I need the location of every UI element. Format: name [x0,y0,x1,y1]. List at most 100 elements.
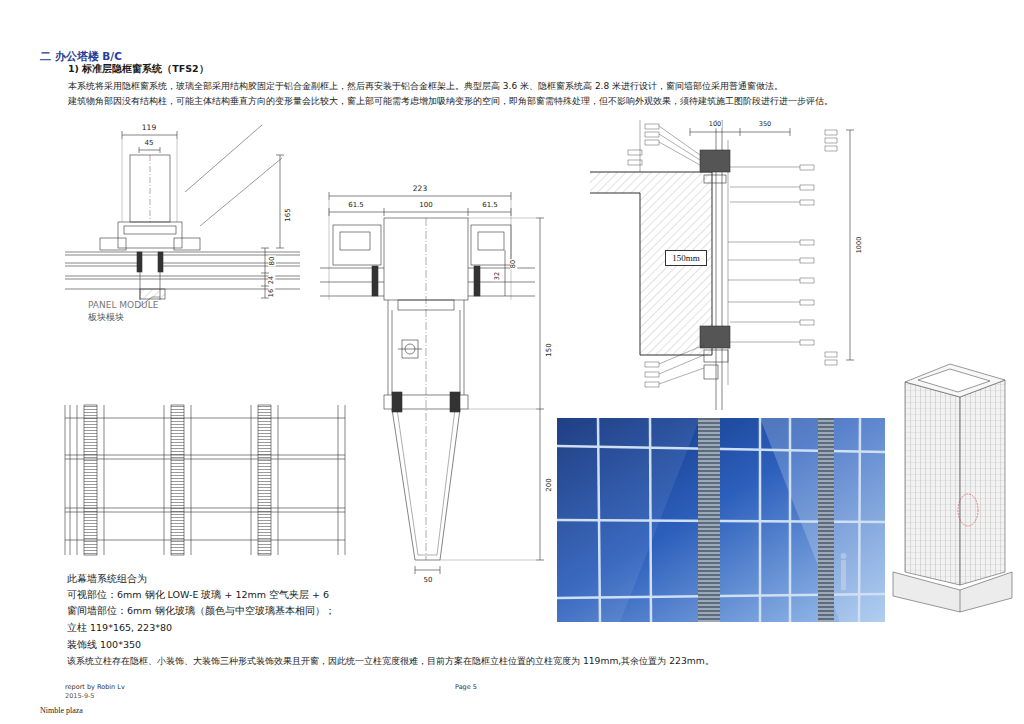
slab-section-detail-part [700,150,730,172]
mullion-plan-detail-part [185,125,262,192]
fin-mullion-plan-detail-part [340,232,370,250]
svg-def-part [800,165,814,170]
fin-mullion-plan-detail-part [398,349,422,350]
mullion-plan-detail-part [100,238,126,250]
slab-section-detail-part [640,120,641,172]
fin-mullion-plan-detail-part [388,300,389,395]
body-text: 本系统将采用隐框窗系统，玻璃全部采用结构胶固定于铝合金副框上，然后再安装于铝合金… [68,81,783,91]
slab-section-detail-part [790,128,791,136]
spec-line: 装饰线 100*350 [67,640,141,651]
mullion-plan-detail-part [139,150,160,151]
tower-model-part [958,494,978,526]
fin-mullion-plan-detail-part [540,218,541,560]
fin-mullion-plan-detail-part [384,208,385,216]
mullion-plan-detail-part [65,266,140,267]
fin-mullion-plan-detail-part [392,409,460,560]
slab-section-detail-part [846,130,854,131]
fin-mullion-plan-detail-part [426,218,427,560]
facade-elevation [65,405,345,555]
svg-def-part [659,142,700,165]
footer-date: 2015-9-5 [65,693,95,700]
dimension: 200 [545,477,553,492]
svg-def-part [728,260,800,261]
part-label: PANEL MODULE [88,300,158,310]
spec-line: 立柱 119*165, 223*80 [67,623,172,634]
subheading: 1) 标准层隐框窗系统（TFS2） [68,64,209,75]
spec-heading: 此幕墙系统组合为 [67,574,147,585]
mullion-plan-detail-part [137,252,142,272]
facade-elevation-part [65,512,345,513]
page-heading: 二 办公塔楼 B/C [40,50,122,62]
mullion-plan-detail-part [177,131,178,139]
fin-mullion-plan-detail-part [536,560,544,561]
facade-elevation-part [164,405,165,555]
fin-mullion-plan-detail-part [329,200,330,300]
svg-def-part [800,200,814,205]
facade-elevation-part [191,405,192,555]
mullion-plan-detail-part [140,289,165,299]
dimension: 100 [418,201,433,209]
slab-section-detail-part [590,172,712,355]
mullion-plan-detail-part [261,273,269,274]
svg-def-part [800,340,814,345]
fin-mullion-plan-detail-part [511,192,512,200]
mullion-plan-detail [65,125,300,308]
slab-section-detail-part [740,128,741,136]
facade-elevation-part [65,405,66,555]
svg-def-part [628,150,642,155]
mullion-plan-detail-part [139,147,140,153]
slab-section-detail-part [850,130,851,360]
facade-elevation-part [258,405,271,555]
fin-mullion-plan-detail-part [536,218,544,219]
fin-mullion-plan-detail-part [440,566,441,574]
slab-section-detail-part [690,128,691,136]
mullion-plan-detail-part [174,238,200,250]
facade-rendering-part [818,418,834,622]
svg-def-part [800,240,814,245]
svg-def-part [859,418,860,622]
slab-section-detail-part [704,350,728,362]
svg-def-part [825,138,837,143]
svg-def-part [650,418,651,622]
body-text: 建筑物角部因没有结构柱，可能主体结构垂直方向的变形量会比较大，窗上部可能需考虑增… [68,96,833,106]
svg-def-part [557,594,885,598]
svg-def-part [659,355,704,374]
fin-mullion-plan-detail-part [329,192,330,200]
facade-elevation-part [65,540,345,541]
svg-def-part [841,560,846,590]
mullion-plan-detail-part [261,286,269,287]
mullion-plan-detail-part [122,139,123,222]
dimension: 80 [510,259,517,269]
facade-elevation-part [104,405,105,555]
svg-def-part [645,132,659,137]
svg-def-part [645,382,659,387]
part-label: 板块模块 [88,312,124,322]
mullion-plan-detail-part [160,263,300,264]
mullion-plan-detail-part [280,155,281,248]
svg-def-part [730,322,800,323]
slab-section-detail-part [704,365,718,379]
slab-section-detail-part [704,175,726,183]
mullion-plan-detail-part [160,266,300,267]
fin-mullion-plan-detail-part [329,196,511,197]
svg-def-part [800,320,814,325]
svg-def-part [800,258,814,263]
svg-def-part [759,418,762,622]
svg-def-part [628,160,642,165]
facade-elevation-part [65,418,345,419]
svg-def-part [730,187,800,188]
fin-mullion-plan-detail-part [468,218,536,219]
svg-def-part [728,242,800,243]
fin-mullion-plan-detail-part [536,409,544,410]
mullion-plan-detail-part [65,263,140,264]
facade-rendering-part [557,418,885,622]
tower-model-part [960,380,1005,585]
dimension: 50 [423,576,434,584]
dimension: 223 [412,185,428,194]
footer-author: report by Robin Lv [65,684,125,691]
svg-def-part [800,300,814,305]
mullion-plan-detail-part [152,297,160,298]
svg-def-part [841,553,847,559]
mullion-plan-detail-part [160,147,161,153]
